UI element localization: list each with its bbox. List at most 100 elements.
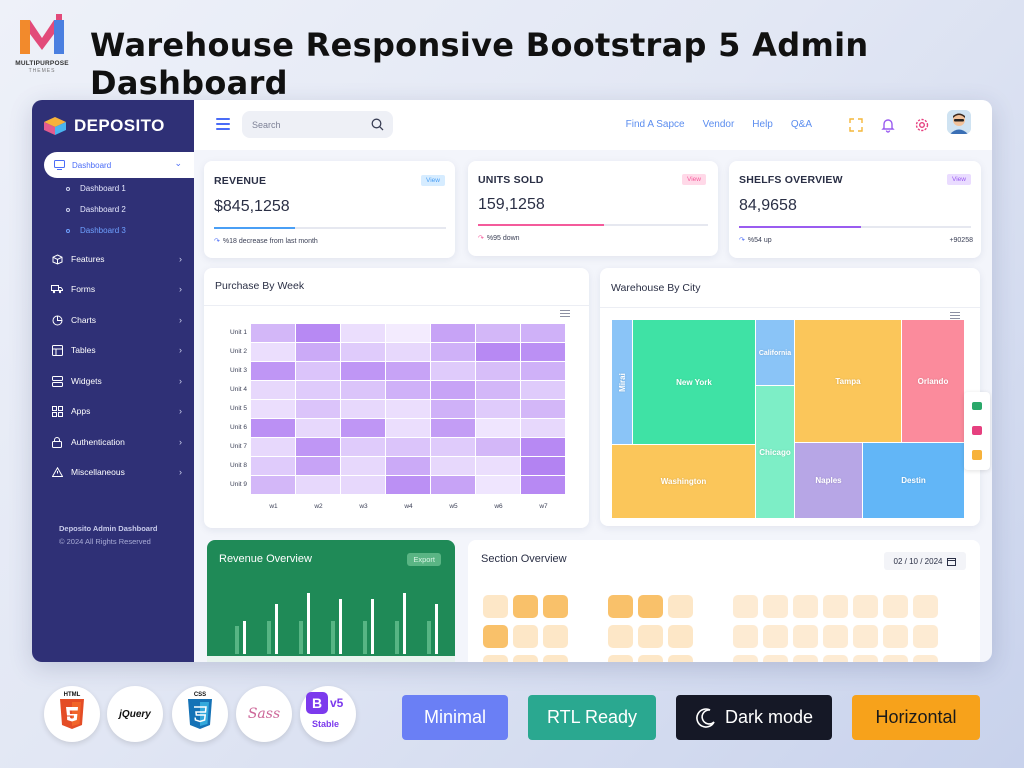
heatmap-cell[interactable] xyxy=(251,362,295,380)
heatmap-cell[interactable] xyxy=(431,362,475,380)
sidebar-item-miscellaneous[interactable]: Miscellaneous › xyxy=(32,460,194,484)
heatmap-cell[interactable] xyxy=(476,476,520,494)
section-cell[interactable] xyxy=(913,625,938,648)
settings-gear-icon[interactable] xyxy=(914,117,930,133)
heatmap-cell[interactable] xyxy=(341,324,385,342)
file-icon[interactable] xyxy=(972,450,982,460)
section-cell[interactable] xyxy=(513,655,538,662)
hamburger-menu-icon[interactable] xyxy=(216,118,230,133)
section-cell[interactable] xyxy=(763,655,788,662)
section-cell[interactable] xyxy=(853,655,878,662)
section-cell[interactable] xyxy=(513,625,538,648)
heatmap-cell[interactable] xyxy=(386,324,430,342)
heatmap-cell[interactable] xyxy=(386,343,430,361)
section-cell[interactable] xyxy=(913,655,938,662)
nav-link-find-space[interactable]: Find A Sapce xyxy=(626,119,685,130)
treemap-cell-new-york[interactable]: New York xyxy=(633,320,755,444)
heatmap-cell[interactable] xyxy=(476,438,520,456)
export-button[interactable]: Export xyxy=(407,553,441,566)
heatmap-cell[interactable] xyxy=(251,438,295,456)
sidebar-item-widgets[interactable]: Widgets › xyxy=(32,369,194,393)
revenue-bar-secondary[interactable] xyxy=(427,621,431,654)
nav-link-qa[interactable]: Q&A xyxy=(791,119,812,130)
heatmap-cell[interactable] xyxy=(386,457,430,475)
section-cell[interactable] xyxy=(733,595,758,618)
revenue-bar[interactable] xyxy=(243,621,246,654)
heatmap-cell[interactable] xyxy=(521,476,565,494)
heatmap-cell[interactable] xyxy=(521,381,565,399)
revenue-bar-secondary[interactable] xyxy=(395,621,399,654)
revenue-bar-secondary[interactable] xyxy=(299,621,303,654)
section-cell[interactable] xyxy=(793,595,818,618)
section-cell[interactable] xyxy=(543,595,568,618)
section-cell[interactable] xyxy=(668,625,693,648)
heatmap-cell[interactable] xyxy=(341,362,385,380)
heatmap-cell[interactable] xyxy=(386,381,430,399)
heatmap-cell[interactable] xyxy=(521,400,565,418)
section-cell[interactable] xyxy=(883,655,908,662)
treemap-cell-chicago[interactable]: Chicago xyxy=(756,386,794,518)
section-cell[interactable] xyxy=(638,625,663,648)
heatmap-cell[interactable] xyxy=(296,457,340,475)
treemap-cell-california[interactable]: California xyxy=(756,320,794,385)
section-cell[interactable] xyxy=(638,655,663,662)
date-picker[interactable]: 02 / 10 / 2024 xyxy=(884,552,966,570)
heatmap-cell[interactable] xyxy=(521,457,565,475)
image-icon[interactable] xyxy=(972,426,982,435)
treemap-cell-destin[interactable]: Destin xyxy=(863,443,964,518)
treemap-cell-washington[interactable]: Washington xyxy=(612,445,755,518)
search-input[interactable] xyxy=(252,117,362,132)
section-cell[interactable] xyxy=(853,595,878,618)
revenue-bar[interactable] xyxy=(403,593,406,654)
section-cell[interactable] xyxy=(543,625,568,648)
heatmap-cell[interactable] xyxy=(341,476,385,494)
section-cell[interactable] xyxy=(823,625,848,648)
heatmap-cell[interactable] xyxy=(251,343,295,361)
sidebar-item-authentication[interactable]: Authentication › xyxy=(32,430,194,454)
revenue-bar-secondary[interactable] xyxy=(235,626,239,654)
heatmap-cell[interactable] xyxy=(251,419,295,437)
view-button[interactable]: View xyxy=(682,174,706,185)
section-cell[interactable] xyxy=(483,595,508,618)
heatmap-cell[interactable] xyxy=(386,400,430,418)
section-cell[interactable] xyxy=(763,595,788,618)
revenue-bar-secondary[interactable] xyxy=(267,621,271,654)
section-cell[interactable] xyxy=(823,595,848,618)
heatmap-cell[interactable] xyxy=(431,343,475,361)
heatmap-cell[interactable] xyxy=(431,457,475,475)
section-cell[interactable] xyxy=(793,655,818,662)
heatmap-cell[interactable] xyxy=(251,476,295,494)
sidebar-item-dashboard[interactable]: Dashboard ⌄ xyxy=(44,152,194,178)
section-cell[interactable] xyxy=(853,625,878,648)
heatmap-cell[interactable] xyxy=(296,438,340,456)
heatmap-cell[interactable] xyxy=(431,400,475,418)
calendar-icon[interactable] xyxy=(947,557,956,566)
heatmap-cell[interactable] xyxy=(386,362,430,380)
revenue-bar-secondary[interactable] xyxy=(363,621,367,654)
heatmap-cell[interactable] xyxy=(476,343,520,361)
fullscreen-icon[interactable] xyxy=(848,117,864,133)
heatmap-cell[interactable] xyxy=(341,400,385,418)
heatmap-cell[interactable] xyxy=(341,419,385,437)
treemap-cell-orlando[interactable]: Orlando xyxy=(902,320,964,442)
revenue-bar[interactable] xyxy=(275,604,278,654)
section-cell[interactable] xyxy=(733,625,758,648)
heatmap-cell[interactable] xyxy=(476,324,520,342)
heatmap-cell[interactable] xyxy=(431,476,475,494)
treemap-cell-naples[interactable]: Naples xyxy=(795,443,862,518)
heatmap-cell[interactable] xyxy=(251,400,295,418)
section-cell[interactable] xyxy=(913,595,938,618)
section-cell[interactable] xyxy=(883,595,908,618)
brand[interactable]: DEPOSITO xyxy=(42,114,165,138)
heatmap-cell[interactable] xyxy=(296,362,340,380)
heatmap-cell[interactable] xyxy=(476,457,520,475)
sidebar-item-features[interactable]: Features › xyxy=(32,247,194,271)
heatmap-cell[interactable] xyxy=(386,438,430,456)
heatmap-cell[interactable] xyxy=(386,476,430,494)
search-icon[interactable] xyxy=(371,118,384,131)
heatmap-cell[interactable] xyxy=(251,457,295,475)
heatmap-cell[interactable] xyxy=(296,476,340,494)
heatmap-cell[interactable] xyxy=(476,381,520,399)
heatmap-cell[interactable] xyxy=(431,438,475,456)
heatmap-cell[interactable] xyxy=(521,362,565,380)
